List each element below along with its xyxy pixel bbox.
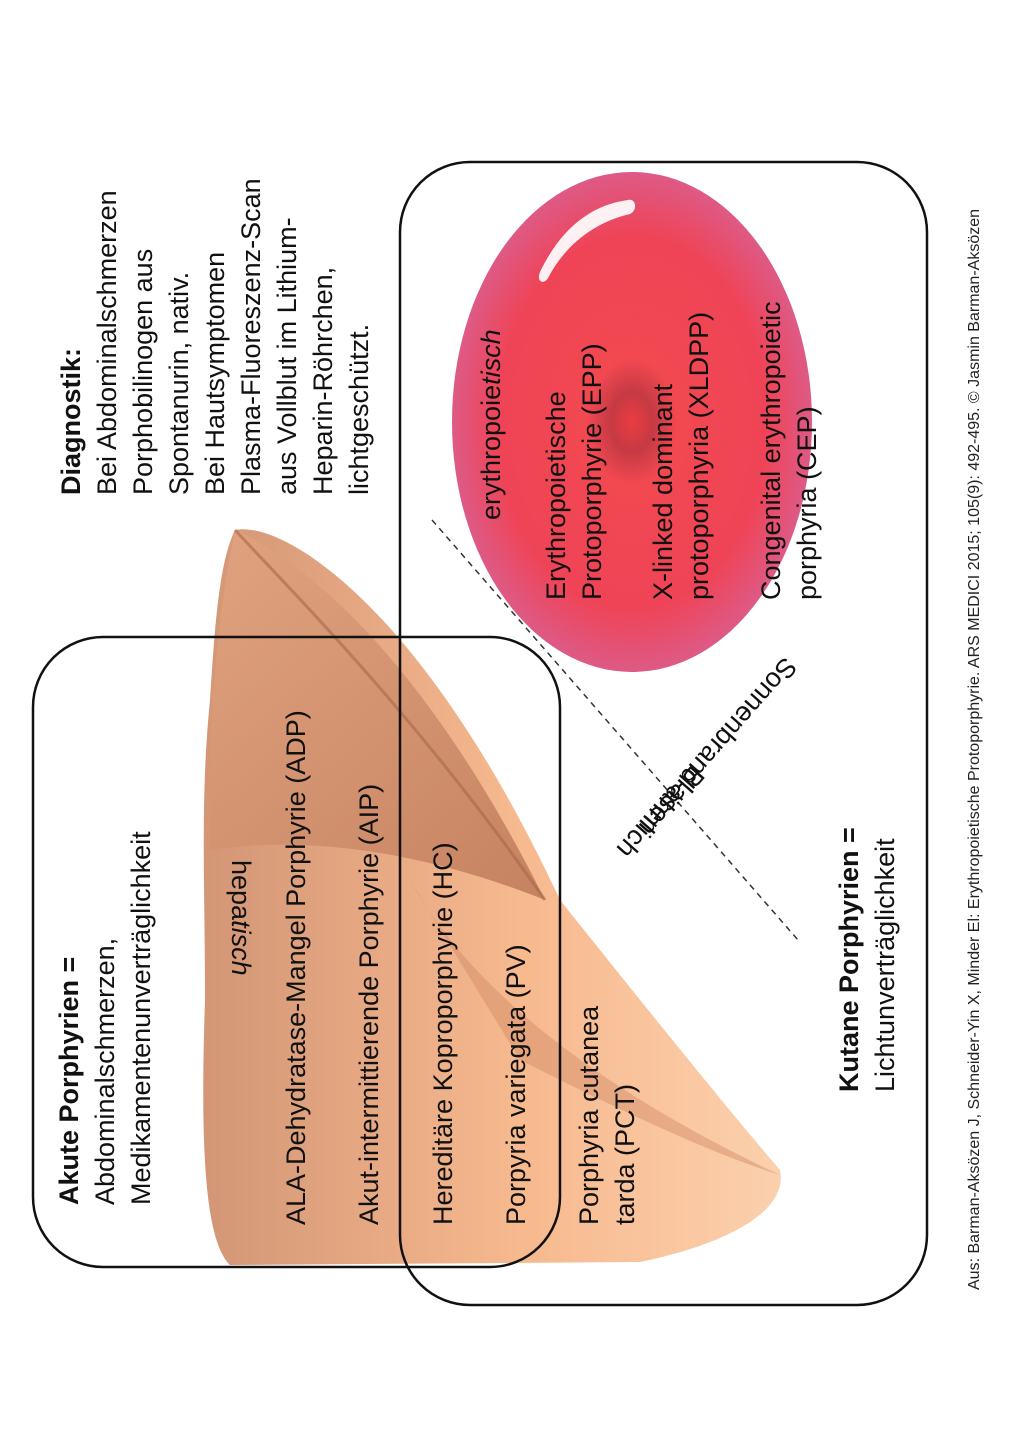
diagnostik-title: Diagnostik: xyxy=(56,348,86,495)
footer-citation: Aus: Barman-Aksözen J, Schneider-Yin X, … xyxy=(966,209,983,1290)
cep-line2: porphyria (CEP) xyxy=(792,406,822,600)
akute-label: Akute Porphyrien = Abdominalschmerzen, M… xyxy=(54,831,156,1205)
diagnostik-line: Porphobilinogen aus xyxy=(128,249,158,495)
diagnostik-line: Spontanurin, nativ. xyxy=(164,272,194,495)
hepatisch-item-adp: ALA-Dehydratase-Mangel Porphyrie (ADP) xyxy=(281,710,311,1225)
erythropoietisch-suffix: tisch xyxy=(476,329,506,385)
diagnostik-line: Bei Hautsymptomen xyxy=(200,252,230,495)
divider-label-sonnenbrand: Sonnenbrand-ähnlich xyxy=(611,652,803,865)
diagnostik-line: Heparin-Röhrchen, xyxy=(308,267,338,495)
xldpp-line2: protoporphyria (XLDPP) xyxy=(684,312,714,600)
kutane-label: Kutane Porphyrien = Lichtunverträglichke… xyxy=(834,827,900,1092)
epp-line1: Erythropoietische xyxy=(541,391,571,600)
diagnostik-line: Bei Abdominalschmerzen xyxy=(92,190,122,495)
akute-title: Akute Porphyrien = xyxy=(54,957,84,1205)
diagnostik-line: lichtgeschützt. xyxy=(344,324,374,495)
pct-line1: Porphyria cutanea xyxy=(574,1005,604,1225)
kutane-title: Kutane Porphyrien = xyxy=(834,827,864,1092)
diagnostik-line: aus Vollblut im Lithium- xyxy=(272,217,302,495)
diagnostik-line: Plasma-Fluoreszenz-Scan xyxy=(236,178,266,495)
hepatisch-suffix: tisch xyxy=(226,920,256,976)
hepatisch-label: hepatisch xyxy=(226,860,256,976)
xldpp-line1: X-linked dominant xyxy=(648,383,678,600)
akute-line1: Abdominalschmerzen, xyxy=(90,938,120,1205)
cep-line1: Congenital erythropoietic xyxy=(756,301,786,600)
akute-line2: Medikamentenunverträglichkeit xyxy=(126,831,156,1205)
kutane-line1: Lichtunverträglichkeit xyxy=(870,838,900,1092)
erythropoietisch-prefix: erythropoie xyxy=(476,385,506,520)
diagnostik-block: Diagnostik: Bei Abdominalschmerzen Porph… xyxy=(56,178,374,495)
epp-line2: Protoporphyrie (EPP) xyxy=(577,343,607,600)
hepatisch-item-pv: Porpyria variegata (PV) xyxy=(501,944,531,1225)
erythropoietisch-label: erythropoietisch xyxy=(476,329,506,520)
hepatisch-item-aip: Akut-intermittierende Porphyrie (AIP) xyxy=(354,784,384,1225)
hepatisch-prefix: hepa xyxy=(226,860,256,921)
hepatisch-item-hc: Hereditäre Koproporphyrie (HC) xyxy=(428,842,458,1225)
pct-line2: tarda (PCT) xyxy=(610,1084,640,1225)
